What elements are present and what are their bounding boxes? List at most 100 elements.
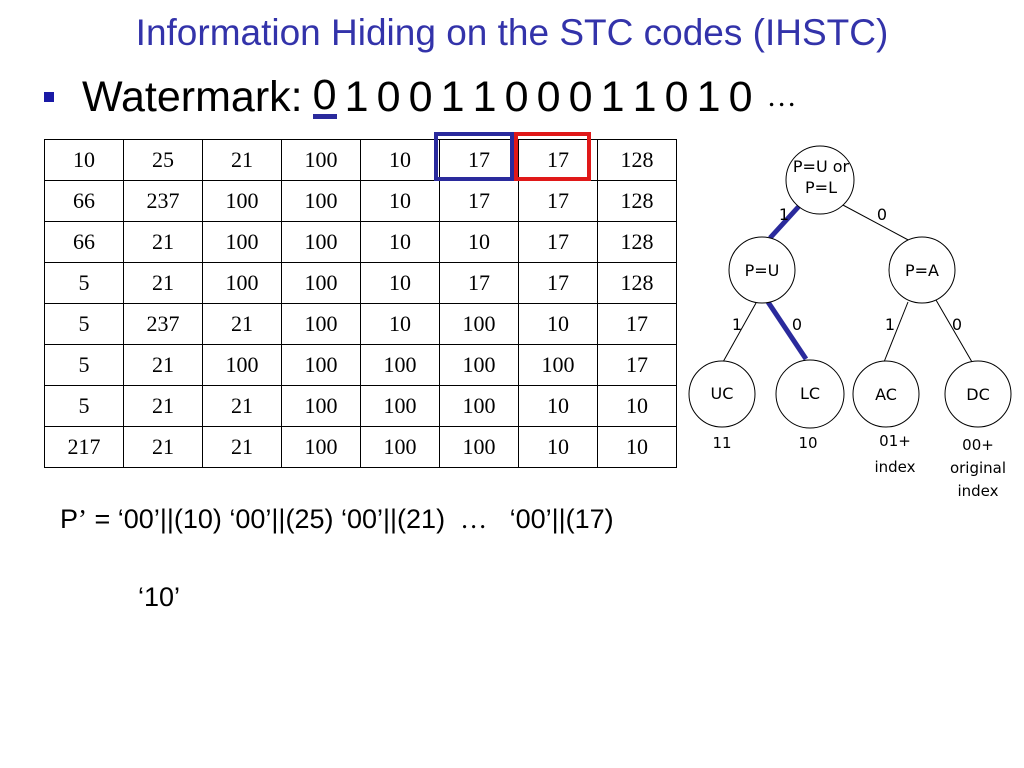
- table-cell: 128: [597, 180, 677, 222]
- encoding-formula: P’ = ‘00’||(10) ‘00’||(25) ‘00’||(21) … …: [60, 504, 614, 535]
- bullet-square-icon: [44, 92, 54, 102]
- table-cell: 100: [439, 303, 519, 345]
- watermark-bit: 0: [664, 72, 689, 121]
- table-cell: 100: [360, 426, 440, 468]
- edge-label-0: 0: [877, 205, 887, 224]
- prediction-tree: P=U or P=L P=U P=A UC LC AC DC 1 0 1 0 1…: [680, 140, 1024, 510]
- ac-code-line2: index: [874, 458, 915, 476]
- slide-title: Information Hiding on the STC codes (IHS…: [135, 12, 889, 53]
- table-cell: 100: [281, 385, 361, 427]
- table-cell: 10: [360, 221, 440, 263]
- uc-code: 11: [712, 434, 731, 452]
- table-cell: 17: [439, 180, 519, 222]
- table-cell: 66: [44, 180, 124, 222]
- table-cell: 17: [518, 221, 598, 263]
- table-cell: 17: [597, 344, 677, 386]
- edge-label-1: 1: [885, 315, 895, 334]
- table-cell: 237: [123, 180, 203, 222]
- table-cell: 21: [202, 303, 282, 345]
- tree-edge-root-pa: [840, 203, 913, 243]
- table-cell: 25: [123, 139, 203, 181]
- pu-label: P=U: [745, 261, 780, 280]
- current-pixel-highlight: [434, 132, 514, 181]
- watermark-bit: 1: [696, 72, 721, 121]
- formula-term: ‘00’||(25): [229, 504, 334, 534]
- watermark-ellipsis: …: [766, 80, 797, 113]
- edge-label-0: 0: [792, 315, 802, 334]
- tree-node-ac: [852, 360, 920, 428]
- table-cell: 10: [439, 221, 519, 263]
- table-cell: 100: [439, 426, 519, 468]
- tree-node-pa: [888, 236, 956, 304]
- table-cell: 100: [281, 303, 361, 345]
- watermark-label: Watermark:: [82, 72, 303, 121]
- watermark-bit: 1: [472, 72, 497, 121]
- table-cell: 100: [439, 344, 519, 386]
- watermark-bit: 0: [408, 72, 433, 121]
- table-cell: 66: [44, 221, 124, 263]
- table-cell: 17: [439, 262, 519, 304]
- table-cell: 128: [597, 221, 677, 263]
- table-cell: 217: [44, 426, 124, 468]
- formula-ellipsis: …: [460, 504, 488, 534]
- dc-code-line2: original: [950, 459, 1006, 477]
- edge-label-0: 0: [952, 315, 962, 334]
- table-cell: 100: [202, 221, 282, 263]
- table-cell: 10: [518, 385, 598, 427]
- formula-eq: =: [87, 504, 118, 534]
- table-cell: 21: [202, 385, 282, 427]
- watermark-bit: 1: [632, 72, 657, 121]
- table-cell: 10: [44, 139, 124, 181]
- table-cell: 21: [202, 139, 282, 181]
- formula-term: ‘00’||(21): [340, 504, 446, 534]
- reference-pixel-highlight: [514, 132, 591, 181]
- table-cell: 10: [360, 262, 440, 304]
- tree-node-pu: [728, 236, 796, 304]
- formula-p: P: [60, 504, 79, 534]
- table-cell: 21: [123, 385, 203, 427]
- formula-second-line: ‘10’: [138, 582, 181, 612]
- table-cell: 21: [123, 426, 203, 468]
- formula-term: ‘00’||(10): [117, 504, 222, 534]
- table-cell: 5: [44, 303, 124, 345]
- table-cell: 100: [518, 344, 598, 386]
- table-cell: 100: [281, 262, 361, 304]
- watermark-bit: 0: [376, 72, 401, 121]
- table-cell: 10: [597, 385, 677, 427]
- tree-node-dc: [944, 360, 1012, 428]
- table-cell: 128: [597, 139, 677, 181]
- table-cell: 21: [123, 344, 203, 386]
- table-cell: 100: [281, 139, 361, 181]
- table-cell: 237: [123, 303, 203, 345]
- table-cell: 10: [597, 426, 677, 468]
- watermark-bit: 0: [568, 72, 593, 121]
- table-cell: 100: [439, 385, 519, 427]
- tree-edge-pu-lc-highlighted: [765, 300, 809, 361]
- table-cell: 100: [281, 344, 361, 386]
- tree-node-uc: [688, 360, 756, 428]
- pa-label: P=A: [905, 261, 939, 280]
- table-cell: 128: [597, 262, 677, 304]
- watermark-bit: 1: [344, 72, 369, 121]
- edge-label-1: 1: [779, 205, 789, 224]
- watermark-bit: 1: [440, 72, 465, 121]
- table-cell: 10: [360, 139, 440, 181]
- ac-code-line1: 01+: [879, 432, 911, 450]
- watermark-bit-current: 0: [312, 70, 337, 119]
- dc-code-line3: index: [957, 482, 998, 500]
- tree-node-root: [785, 145, 855, 215]
- table-cell: 21: [123, 221, 203, 263]
- dc-code-line1: 00+: [962, 436, 994, 454]
- lc-code: 10: [798, 434, 817, 452]
- watermark-bit: 0: [536, 72, 561, 121]
- table-cell: 17: [439, 139, 519, 181]
- dc-label: DC: [966, 385, 990, 404]
- table-cell: 100: [202, 262, 282, 304]
- uc-label: UC: [711, 384, 734, 403]
- tree-edge-root-pu-highlighted: [768, 202, 803, 240]
